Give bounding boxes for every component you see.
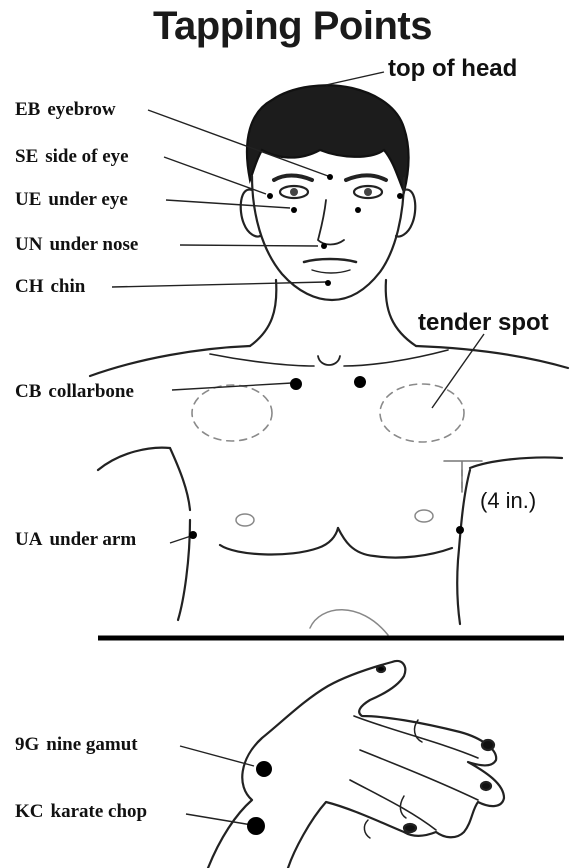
dot-collarbone-right [354,376,366,388]
chest-right [338,528,452,558]
measurement-label: (4 in.) [480,488,536,514]
point-name: karate chop [51,801,148,822]
point-code: UN [15,235,42,254]
leader-collarbone [172,383,292,390]
finger-line-2 [360,750,478,800]
leader-tender-spot [432,334,484,408]
point-name: chin [51,276,86,297]
sternal-notch [318,356,340,365]
nose [318,200,344,245]
clavicle-right [344,350,448,366]
clavicle-left [210,354,314,366]
dot-under-arm-right [456,526,464,534]
point-label-karate-chop: KC karate chop [15,802,147,821]
leader-top-of-head [326,72,384,85]
point-name: side of eye [45,146,128,167]
tender-spot-label: tender spot [418,309,549,337]
head-drawing [241,85,416,346]
left-nipple [236,514,254,526]
dot-chin [325,280,331,286]
point-code: UE [15,190,41,209]
point-code: EB [15,100,40,119]
point-name: collarbone [48,381,134,402]
point-label-side-of-eye: SE side of eye [15,147,129,166]
right-torso-side [457,470,470,624]
dot-under-eye-left [291,207,297,213]
leader-under-eye [166,200,290,208]
right-nipple [415,510,433,522]
tender-spot-left [192,385,272,441]
dot-side-of-eye-left [267,193,273,199]
dot-side-of-eye-right [397,193,403,199]
point-label-eyebrow: EB eyebrow [15,100,116,119]
finger-line-3 [350,780,436,830]
point-label-under-arm: UA under arm [15,530,136,549]
point-name: under eye [48,189,127,210]
right-arm-outer [470,457,562,468]
dot-collarbone-left [290,378,302,390]
dot-under-arm-left [189,531,197,539]
leader-under-arm [170,536,191,543]
dot-under-nose [321,243,327,249]
dot-eyebrow [327,174,333,180]
dot-nine-gamut [256,761,272,777]
dot-under-eye-right [355,207,361,213]
dot-karate-chop [247,817,265,835]
tender-spot-right [380,384,464,442]
point-label-chin: CH chin [15,277,85,296]
left-ear [241,190,260,237]
point-name: nine gamut [46,734,137,755]
point-code: SE [15,147,38,166]
neck-left [250,280,276,346]
chest-left [220,528,338,554]
leader-nine-gamut [180,746,254,766]
left-shoulder [90,346,250,376]
fingernail [377,666,385,672]
left-eyebrow [274,176,312,181]
point-code: CH [15,277,44,296]
leader-under-nose [180,245,318,246]
left-arm-outer [98,448,190,510]
left-torso-side [178,520,190,620]
hand-drawing [208,661,504,868]
leader-karate-chop [186,814,252,825]
point-code: 9G [15,735,39,754]
point-label-under-nose: UN under nose [15,235,138,254]
point-label-under-eye: UE under eye [15,190,128,209]
hand-outline [208,661,504,868]
neck-right [386,280,416,346]
diagram-title: Tapping Points [0,4,585,49]
point-label-collarbone: CB collarbone [15,382,134,401]
right-shoulder [416,346,568,368]
right-eyebrow [346,176,386,181]
point-code: UA [15,530,42,549]
point-label-nine-gamut: 9G nine gamut [15,735,138,754]
point-name: eyebrow [47,99,115,120]
point-name: under nose [49,234,138,255]
point-code: KC [15,802,44,821]
mouth [304,259,356,262]
point-code: CB [15,382,41,401]
abdomen [310,610,388,635]
top-of-head-label: top of head [388,55,517,83]
point-name: under arm [49,529,136,550]
